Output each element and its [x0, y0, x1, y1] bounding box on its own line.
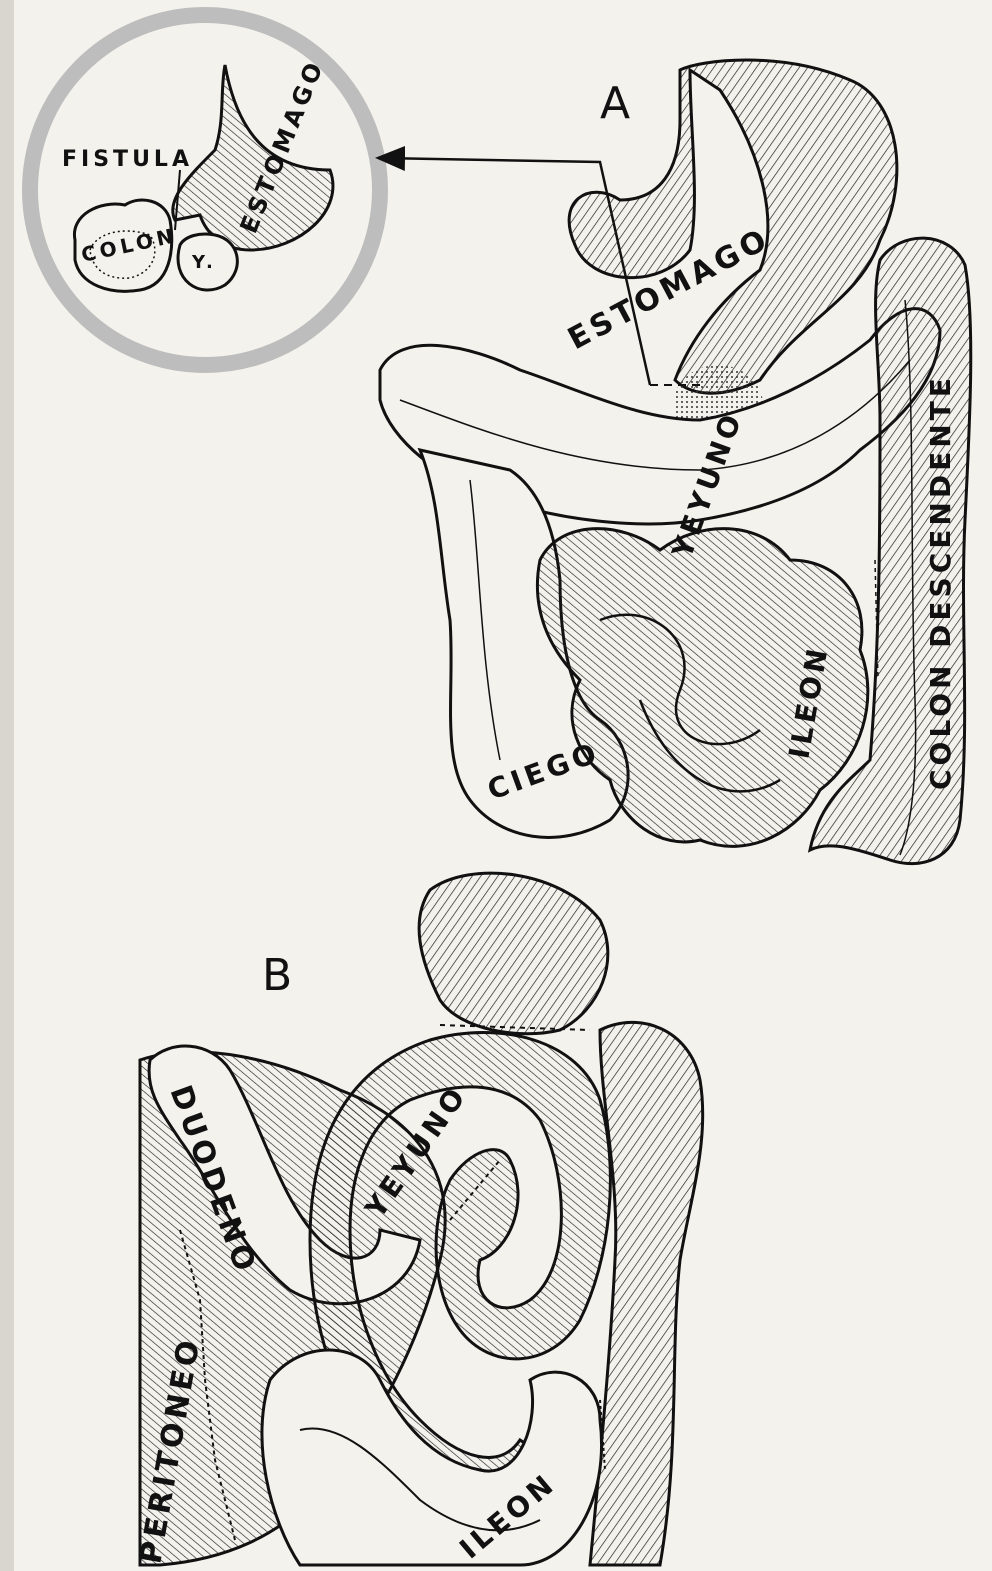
label-colon-descendente: COLON DESCENDENTE — [924, 374, 957, 790]
panel-label-b: B — [262, 950, 292, 1001]
panel-label-a: A — [600, 78, 630, 129]
inset-fistula-label: FISTULA — [62, 147, 193, 172]
inset-circle: FISTULA COLON Y. ESTOMAGO — [30, 15, 380, 365]
inset-yeyuno-label: Y. — [191, 252, 217, 273]
